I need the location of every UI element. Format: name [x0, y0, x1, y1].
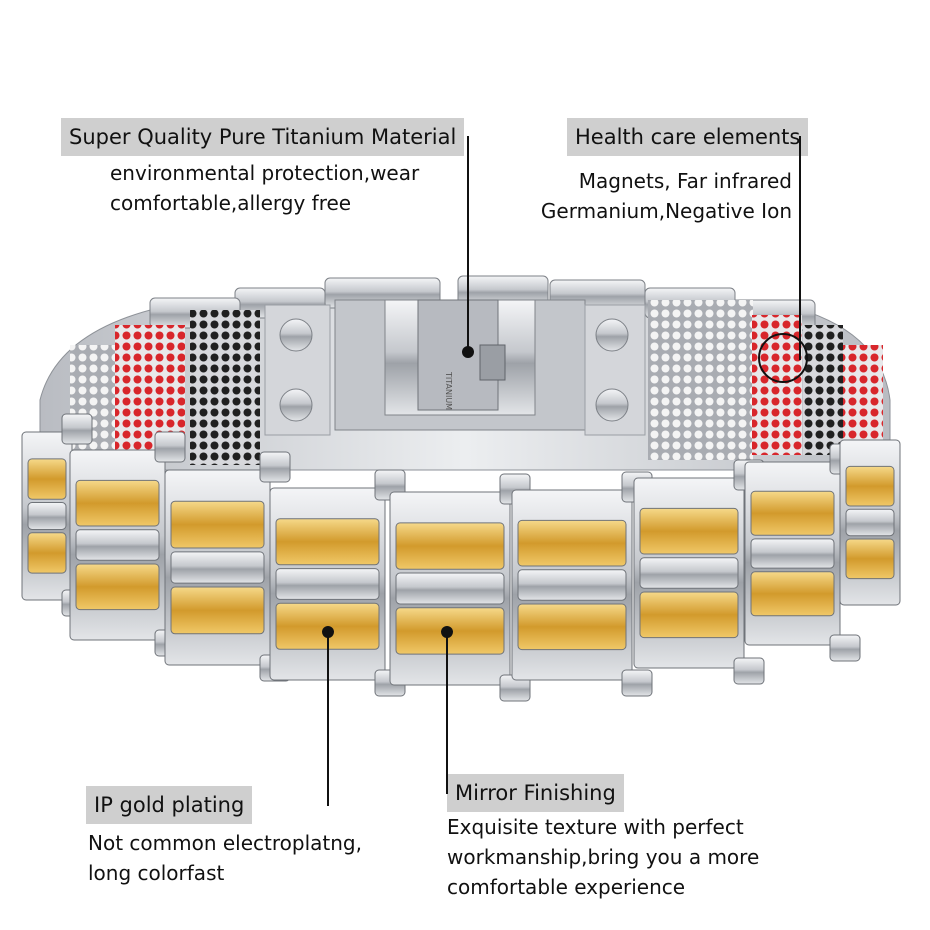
silver-band — [170, 551, 265, 584]
mirror-finishing-label: Mirror Finishing — [447, 774, 624, 812]
gold-plating-desc: Not common electroplatng, long colorfast — [88, 828, 362, 888]
silver-band — [845, 508, 895, 537]
titanium-material-label: Super Quality Pure Titanium Material — [61, 118, 465, 156]
gold-desc-line-2: long colorfast — [88, 861, 225, 885]
silver-band — [27, 502, 67, 530]
health-desc-line-2: Germanium,Negative Ion — [540, 199, 792, 223]
health-care-desc: Magnets, Far infrared Germanium,Negative… — [541, 166, 792, 226]
gold-band — [75, 479, 160, 527]
titanium-desc-line-1: environmental protection,wear — [110, 161, 420, 185]
mirror-pointer-line — [446, 632, 448, 794]
gold-band — [275, 518, 380, 566]
mirror-finishing-desc: Exquisite texture with perfect workmansh… — [447, 812, 759, 902]
connector-link-top — [259, 451, 291, 483]
health-desc-line-1: Magnets, Far infrared — [578, 169, 792, 193]
gold-band — [75, 563, 160, 611]
gold-band — [170, 500, 265, 549]
health-pointer-line — [799, 136, 801, 360]
health-pointer-ring — [758, 333, 808, 383]
health-care-label: Health care elements — [567, 118, 809, 156]
clasp-engraving-text: TITANIUM — [444, 371, 453, 410]
silver-band — [750, 538, 835, 569]
gold-band — [845, 538, 895, 580]
gold-desc-line-1: Not common electroplatng, — [88, 831, 362, 855]
gold-pointer-dot — [322, 626, 334, 638]
gold-band — [750, 571, 835, 617]
gold-band — [395, 522, 505, 570]
connector-link-bottom — [621, 669, 653, 697]
gold-band — [27, 458, 67, 500]
titanium-pointer-dot — [462, 346, 474, 358]
gold-band — [517, 603, 627, 651]
gold-pointer-line — [327, 632, 329, 806]
gold-band — [845, 465, 895, 507]
gold-band — [639, 591, 739, 639]
gold-band — [517, 519, 627, 567]
mirror-desc-line-1: Exquisite texture with perfect — [447, 815, 744, 839]
titanium-pointer-line — [467, 136, 469, 352]
gold-band — [170, 586, 265, 635]
silver-band — [75, 529, 160, 561]
gold-band — [750, 490, 835, 536]
connector-link-bottom — [829, 634, 861, 662]
titanium-desc-line-2: comfortable,allergy free — [110, 191, 352, 215]
gold-band — [27, 532, 67, 574]
connector-link-top — [61, 413, 93, 445]
mirror-pointer-dot — [441, 626, 453, 638]
mirror-desc-line-3: comfortable experience — [447, 875, 686, 899]
silver-band — [275, 568, 380, 600]
silver-band — [517, 569, 627, 601]
connector-link-bottom — [733, 657, 765, 685]
mirror-desc-line-2: workmanship,bring you a more — [447, 845, 760, 869]
silver-band — [639, 557, 739, 589]
gold-plating-label: IP gold plating — [86, 786, 253, 824]
titanium-material-desc: environmental protection,wear comfortabl… — [110, 158, 419, 218]
connector-link-top — [154, 431, 186, 463]
gold-band — [639, 507, 739, 555]
silver-band — [395, 572, 505, 605]
